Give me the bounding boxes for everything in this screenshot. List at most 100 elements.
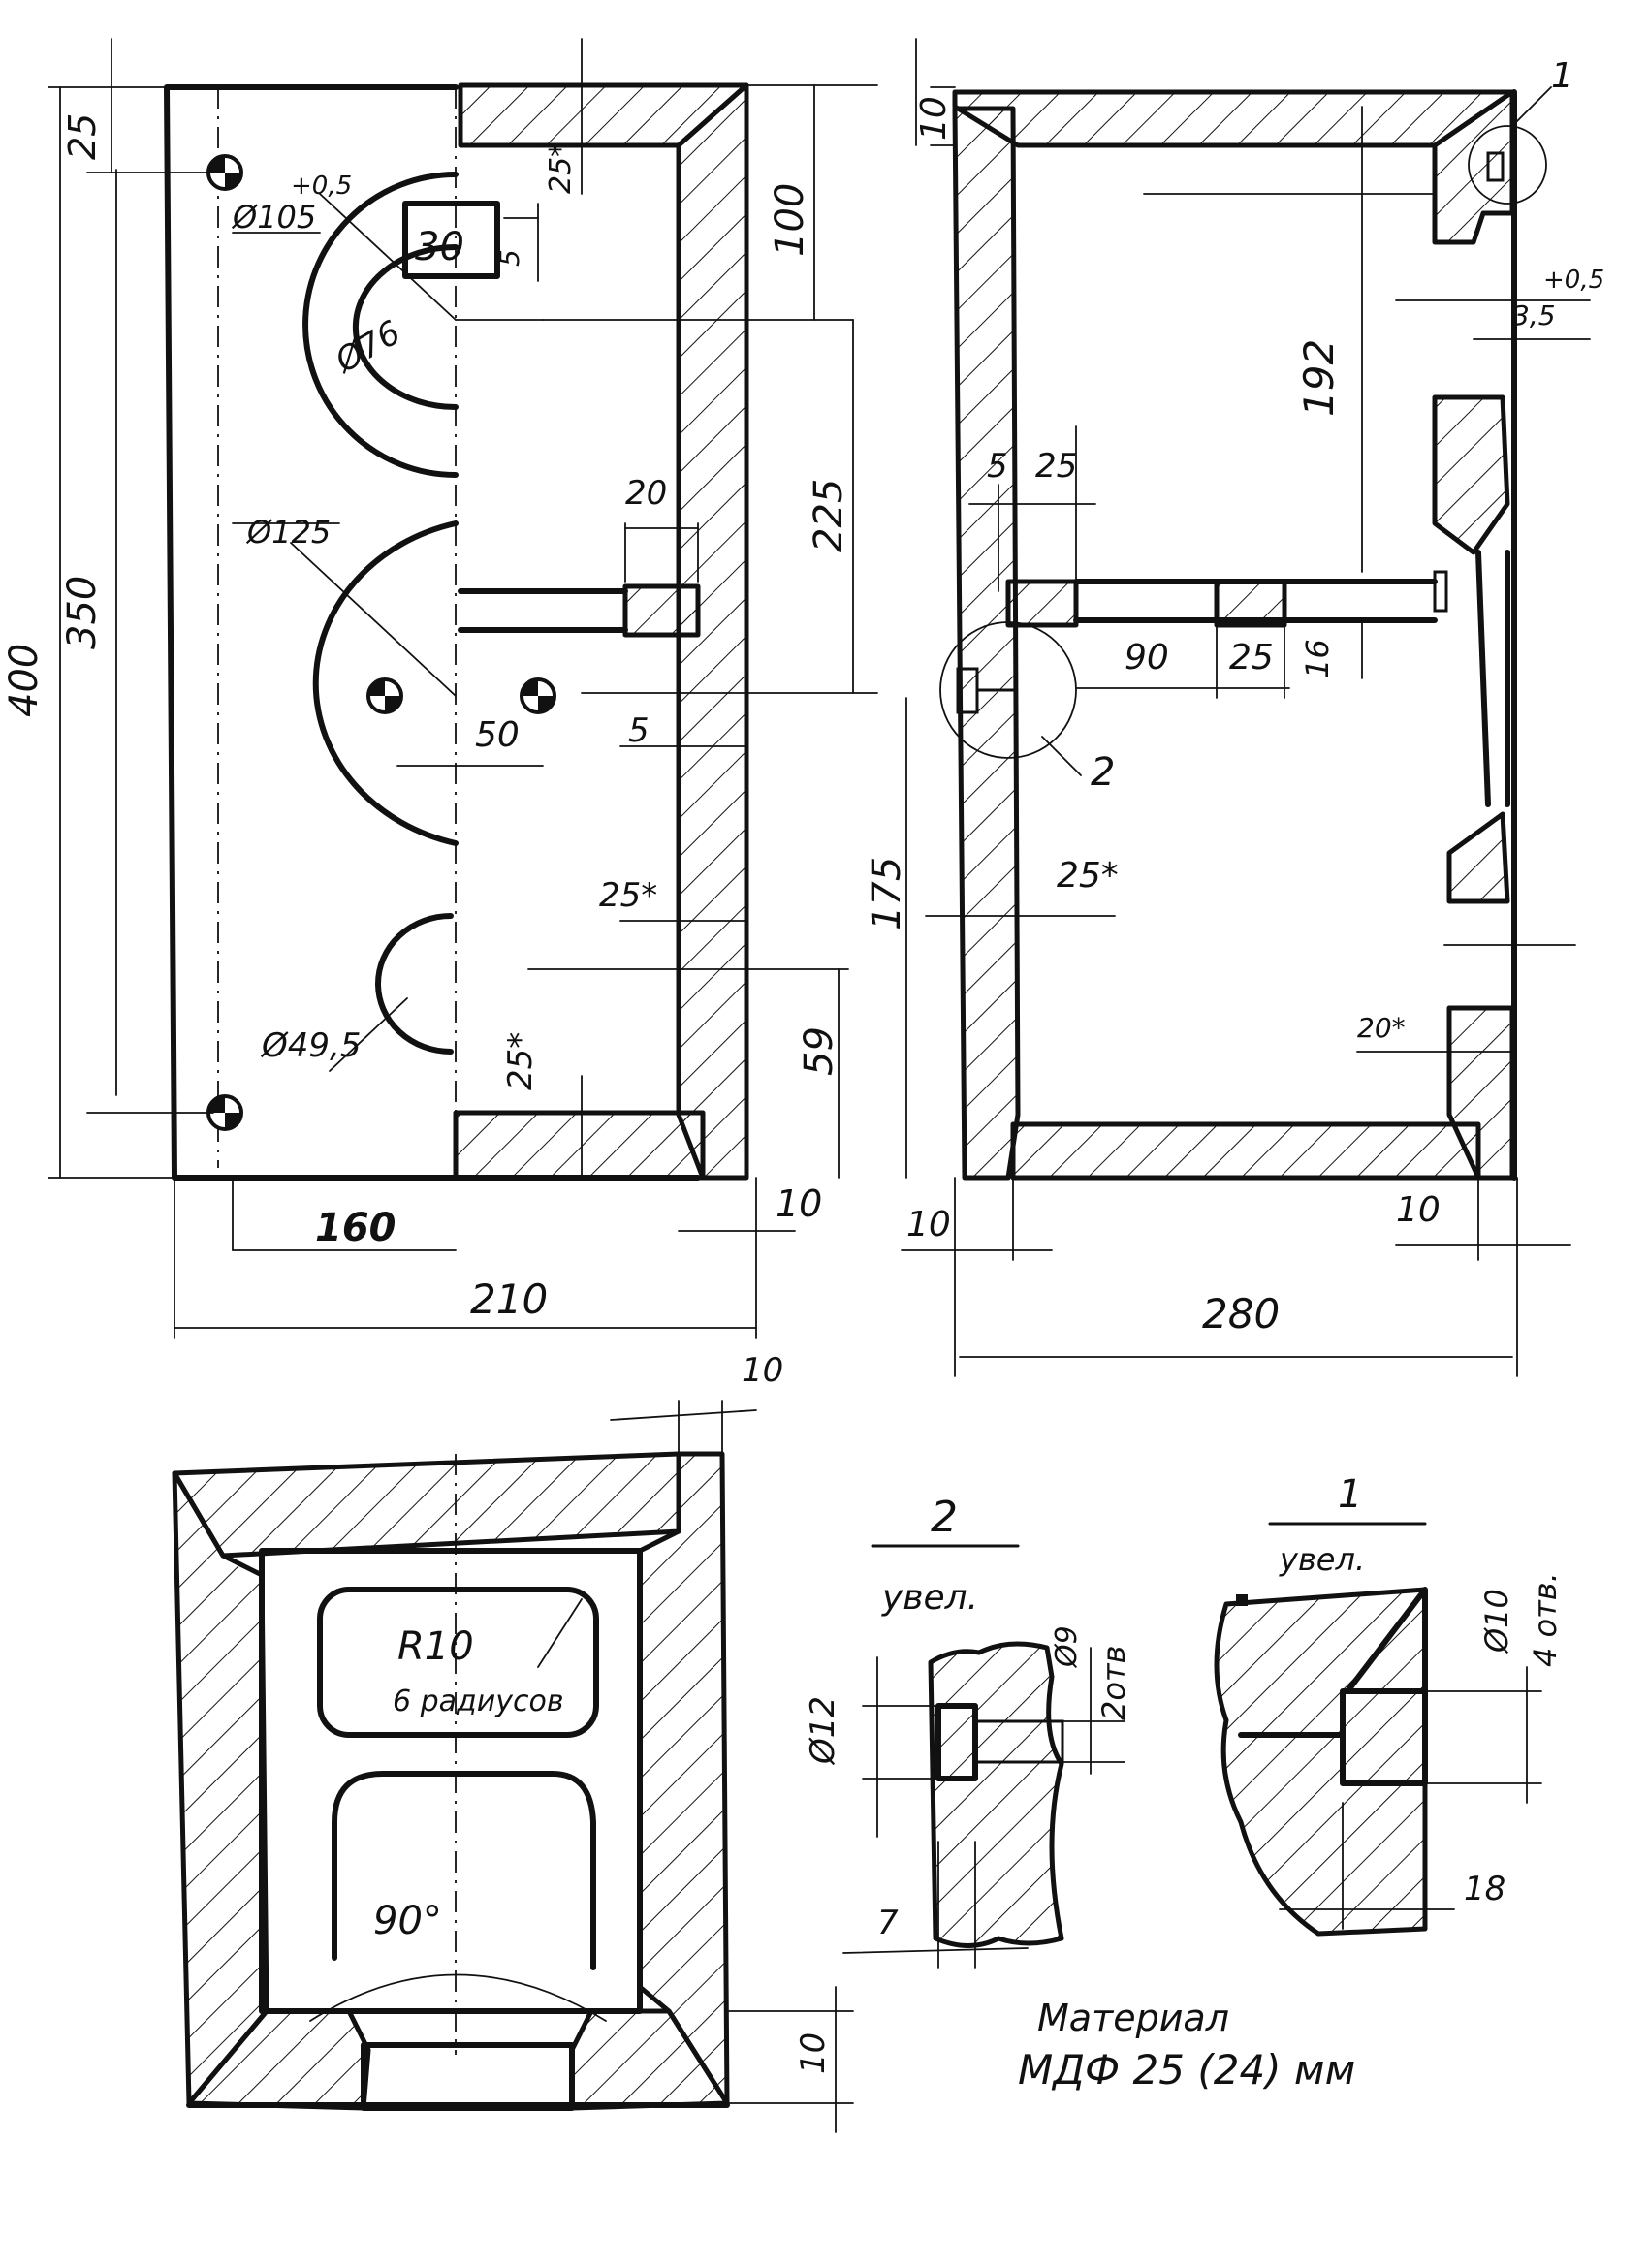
bottom-dimension-lines [537, 1400, 854, 2133]
dim-front-25star-mid: 25* [599, 876, 657, 915]
side-right-wall-lower [1446, 811, 1510, 904]
arc-d76 [352, 244, 459, 410]
hole-mid-left [366, 677, 403, 714]
detail-1-section [1214, 1587, 1428, 1937]
dim-d49: Ø49,5 [260, 1026, 361, 1065]
dim-side-16: 16 [1299, 639, 1336, 678]
detail-1-number: 1 [1338, 1472, 1362, 1517]
bottom-left-wall [172, 1470, 269, 2106]
dim-d105: Ø105 [231, 199, 316, 236]
dim-front-slot-5: 5 [493, 249, 525, 267]
detail-2-d12: Ø12 [804, 1696, 842, 1766]
dim-side-5: 5 [987, 447, 1008, 486]
dim-front-59: 59 [797, 1026, 841, 1076]
hole-top [206, 154, 243, 191]
radius-label: R10 [397, 1624, 474, 1669]
bottom-inner-frame [259, 1548, 643, 2014]
detail-2-d9: Ø9 [1050, 1625, 1084, 1669]
dim-front-5: 5 [628, 711, 650, 750]
detail-1-holes: 4 отв. [1527, 1572, 1564, 1667]
material-line-1: Материал [1037, 1997, 1229, 2039]
front-bottom-panel [453, 1110, 706, 1181]
slot-30 [402, 201, 500, 279]
dim-side-192: 192 [1295, 339, 1343, 417]
dim-side-90: 90 [1125, 638, 1169, 677]
dim-side-10-top: 10 [914, 96, 954, 141]
bottom-view: 10 10 R10 6 радиусов 90° [172, 1351, 854, 2133]
side-shelf-peg [1433, 570, 1448, 613]
callout-label-1: 1 [1551, 56, 1573, 96]
callout-circle-2 [939, 621, 1077, 759]
callout-circle-1 [1468, 125, 1547, 205]
arc-d105 [302, 172, 459, 478]
dim-side-tol: +0,5 [1543, 266, 1604, 295]
bottom-right-wall [637, 1451, 730, 2106]
dim-front-100: 100 [768, 183, 812, 257]
dim-side-35: 3,5 [1512, 299, 1556, 331]
arc-d125 [312, 520, 459, 846]
detail-2-holes: 2отв [1095, 1646, 1132, 1720]
side-left-wall [952, 106, 1021, 1181]
dim-front-10: 10 [776, 1182, 822, 1225]
dim-front-20: 20 [625, 474, 667, 513]
bottom-angle-arc [309, 1973, 607, 2022]
angle-label: 90° [373, 1899, 442, 1943]
dim-d125: Ø125 [245, 514, 331, 551]
side-bottom-panel [1010, 1121, 1481, 1181]
detail-1-d10: Ø10 [1478, 1589, 1515, 1654]
dim-front-tol: +0,5 [291, 172, 352, 201]
detail-2-scale: увел. [881, 1578, 978, 1618]
front-shelf [622, 583, 701, 638]
dim-front-25star-bottom: 25* [501, 1032, 540, 1090]
detail-1-marker [1236, 1594, 1248, 1606]
bottom-center-foot [361, 2042, 575, 2111]
dim-front-25-top: 25 [61, 113, 104, 160]
front-dimension-lines [48, 38, 878, 1339]
detail-2-dimension-lines [842, 1647, 1125, 1969]
detail-1: 1 увел. Ø10 4 отв. 18 [1214, 1472, 1564, 1937]
dim-side-10-bottom-left: 10 [906, 1205, 951, 1244]
bottom-upper-opening [317, 1587, 599, 1738]
detail-2-depth: 7 [877, 1904, 899, 1942]
detail-2-number: 2 [931, 1493, 958, 1542]
dim-side-shelf-25: 25 [1229, 638, 1274, 677]
dim-front-225: 225 [807, 479, 851, 552]
callout-label-2: 2 [1091, 750, 1115, 795]
dim-front-210: 210 [470, 1276, 548, 1323]
dim-front-30: 30 [415, 225, 464, 269]
hole-mid-right [520, 677, 556, 714]
side-right-wall-mid [1432, 394, 1510, 555]
radius-note: 6 радиусов [393, 1685, 564, 1718]
dim-side-10-bottom-right: 10 [1396, 1190, 1441, 1230]
dim-d76: Ø76 [328, 313, 407, 382]
detail-2-section [928, 1641, 1064, 1948]
dim-front-350: 350 [60, 576, 105, 649]
detail-1-dimension-lines [1279, 1666, 1542, 1930]
bottom-top-panel [172, 1451, 681, 1559]
detail-2: 2 увел. Ø12 Ø9 2отв 7 [804, 1493, 1132, 1969]
side-top-panel [952, 89, 1515, 148]
hole-bottom [206, 1094, 243, 1131]
detail-1-depth: 18 [1464, 1870, 1505, 1908]
material-line-2: МДФ 25 (24) мм [1018, 2046, 1355, 2094]
dim-side-280: 280 [1202, 1290, 1280, 1338]
dim-side-25: 25 [1035, 447, 1077, 486]
side-inner-right [1475, 550, 1491, 807]
front-right-wall [676, 82, 749, 1181]
dim-front-400: 400 [2, 644, 47, 717]
dim-front-25star-top: 25* [544, 142, 578, 194]
side-shelf-left [1005, 579, 1079, 628]
arc-d49 [375, 913, 454, 1055]
dim-bottom-10-right: 10 [794, 2032, 833, 2074]
side-view: 10 192 175 5 25 90 25 16 25* 20* 10 10 2… [865, 38, 1604, 1377]
dim-side-25star: 25* [1057, 856, 1119, 896]
dim-bottom-10-top: 10 [742, 1351, 783, 1390]
dim-side-175: 175 [865, 857, 909, 930]
side-dimension-lines [901, 38, 1591, 1377]
dim-front-160: 160 [315, 1206, 396, 1250]
front-view: 400 350 25 100 225 59 160 210 10 25* 25*… [2, 38, 878, 1339]
dim-front-50: 50 [475, 715, 520, 755]
dim-side-20star: 20* [1357, 1012, 1406, 1044]
side-pin-1 [1486, 151, 1505, 182]
